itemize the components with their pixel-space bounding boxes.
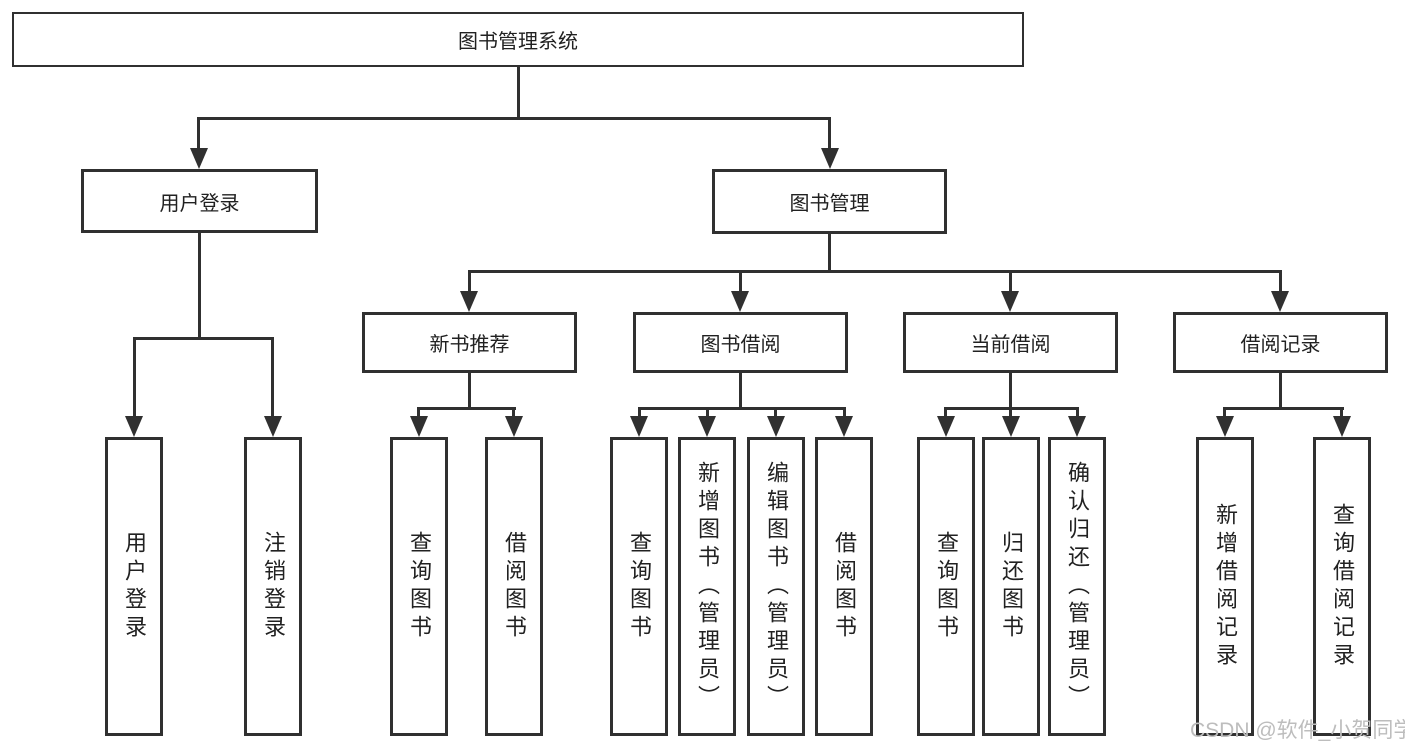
leaf-query-borrow-record: 查询借阅记录 <box>1313 437 1371 736</box>
arrowhead-leaf-confirm-return-admin <box>1068 416 1086 437</box>
leaf-add-book-admin: 新增图书（管理员） <box>678 437 736 736</box>
arrowhead-leaf-borrow-books-recommend <box>505 416 523 437</box>
connector-borrow-records-stem <box>1279 373 1282 410</box>
tree-node-user-login: 用户登录 <box>81 169 318 233</box>
arrowhead-leaf-query-books-recommend <box>410 416 428 437</box>
connector-to-borrow-records <box>1279 272 1282 293</box>
connector-stub <box>1009 409 1012 417</box>
connector-stub <box>944 409 947 417</box>
connector-new-book-recommend-branch <box>417 407 516 410</box>
connector-stub <box>1223 409 1226 417</box>
connector-current-borrowing-branch <box>944 407 1079 410</box>
connector-stub <box>774 409 777 417</box>
arrowhead-book-management <box>821 148 839 169</box>
leaf-return-books: 归还图书 <box>982 437 1040 736</box>
connector-to-current-borrowing <box>1009 272 1012 293</box>
connector-stub <box>417 409 420 417</box>
connector-to-leaf-logout <box>271 339 274 417</box>
connector-user-login-stem <box>198 233 201 340</box>
connector-user-login-branch <box>133 337 274 340</box>
connector-stub <box>1076 409 1079 417</box>
arrowhead-leaf-borrow-books-borrowing <box>835 416 853 437</box>
arrowhead-leaf-edit-book-admin <box>767 416 785 437</box>
arrowhead-leaf-return-books <box>1002 416 1020 437</box>
connector-stub <box>512 409 515 417</box>
tree-node-root: 图书管理系统 <box>12 12 1024 67</box>
leaf-query-books-recommend: 查询图书 <box>390 437 448 736</box>
tree-node-borrow-records: 借阅记录 <box>1173 312 1388 373</box>
connector-book-management-stem <box>828 234 831 273</box>
connector-root-branch <box>197 117 831 120</box>
connector-book-borrowing-stem <box>739 373 742 410</box>
connector-book-management-branch <box>468 270 1282 273</box>
leaf-add-borrow-record: 新增借阅记录 <box>1196 437 1254 736</box>
leaf-logout: 注销登录 <box>244 437 302 736</box>
tree-node-new-book-recommend: 新书推荐 <box>362 312 577 373</box>
connector-to-leaf-user-login <box>133 339 136 417</box>
connector-stub <box>1340 409 1343 417</box>
leaf-query-books-current: 查询图书 <box>917 437 975 736</box>
arrowhead-current-borrowing <box>1001 291 1019 312</box>
connector-stub <box>706 409 709 417</box>
leaf-confirm-return-admin: 确认归还（管理员） <box>1048 437 1106 736</box>
tree-node-book-management: 图书管理 <box>712 169 947 234</box>
connector-current-borrowing-stem <box>1009 373 1012 410</box>
arrowhead-leaf-logout <box>264 416 282 437</box>
arrowhead-leaf-add-book-admin <box>698 416 716 437</box>
tree-node-book-borrowing: 图书借阅 <box>633 312 848 373</box>
connector-stub <box>638 409 641 417</box>
connector-new-book-recommend-stem <box>468 373 471 410</box>
arrowhead-user-login <box>190 148 208 169</box>
leaf-edit-book-admin: 编辑图书（管理员） <box>747 437 805 736</box>
connector-to-book-borrowing <box>739 272 742 293</box>
connector-borrow-records-branch <box>1223 407 1344 410</box>
arrowhead-book-borrowing <box>731 291 749 312</box>
arrowhead-leaf-user-login <box>125 416 143 437</box>
leaf-borrow-books-borrowing: 借阅图书 <box>815 437 873 736</box>
tree-node-current-borrowing: 当前借阅 <box>903 312 1118 373</box>
connector-root-to-user-login <box>197 119 200 148</box>
arrowhead-borrow-records <box>1271 291 1289 312</box>
connector-to-new-book-recommend <box>468 272 471 293</box>
connector-book-borrowing-branch <box>638 407 846 410</box>
leaf-borrow-books-recommend: 借阅图书 <box>485 437 543 736</box>
watermark: CSDN @软件_小贺同学 <box>1190 719 1405 742</box>
connector-stub <box>843 409 846 417</box>
arrowhead-new-book-recommend <box>460 291 478 312</box>
arrowhead-leaf-query-books-borrowing <box>630 416 648 437</box>
leaf-query-books-borrowing: 查询图书 <box>610 437 668 736</box>
arrowhead-leaf-query-borrow-record <box>1333 416 1351 437</box>
connector-root-stem <box>517 67 520 120</box>
arrowhead-leaf-add-borrow-record <box>1216 416 1234 437</box>
leaf-user-login: 用户登录 <box>105 437 163 736</box>
connector-root-to-book-management <box>828 119 831 148</box>
arrowhead-leaf-query-books-current <box>937 416 955 437</box>
